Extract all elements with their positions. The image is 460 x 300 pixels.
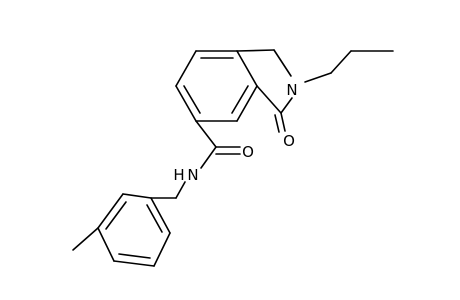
bond-ar-5: [175, 85, 197, 122]
bond-propyl-1: [304, 72, 332, 83]
atom-o-lactam: O: [283, 132, 295, 150]
bond-tol-4: [113, 260, 155, 267]
bond-ar-2: [236, 50, 258, 87]
bond-tol-1: [122, 193, 152, 199]
bond-lactam-co-1: [280, 112, 286, 132]
bond-tol-inner-3: [146, 204, 163, 233]
bond-amideC-N: [200, 146, 217, 169]
bond-ar-6: [175, 50, 197, 87]
bond-tol-5: [153, 232, 171, 267]
bond-tol-inner-2: [118, 253, 151, 259]
bond-tol-inner-1: [105, 201, 127, 230]
bond-tol-3: [97, 227, 115, 262]
bond-propyl-2: [330, 50, 352, 74]
bond-ch2-ring: [236, 49, 275, 52]
bond-ch2-n: [273, 49, 292, 77]
atom-h-amide: H: [173, 166, 184, 184]
bond-tol-6: [150, 197, 171, 234]
bond-ar-inner-2: [231, 85, 249, 114]
bond-co-ring: [256, 85, 282, 114]
bonds: [72, 49, 394, 267]
atom-n-ring: N: [286, 81, 297, 99]
bond-tol-2: [97, 193, 124, 229]
bond-ring-amideC: [195, 120, 217, 148]
atom-o-amide: O: [242, 143, 254, 161]
bond-ar-inner-3: [183, 85, 201, 114]
bond-n-co: [280, 97, 293, 114]
atom-labels: N O O N H: [173, 81, 297, 184]
bond-N-ch2: [175, 181, 186, 199]
bond-lactam-co-2: [274, 114, 280, 133]
atom-n-amide: N: [187, 166, 198, 184]
bond-methyl: [72, 227, 99, 251]
bond-ar-3: [236, 85, 258, 122]
